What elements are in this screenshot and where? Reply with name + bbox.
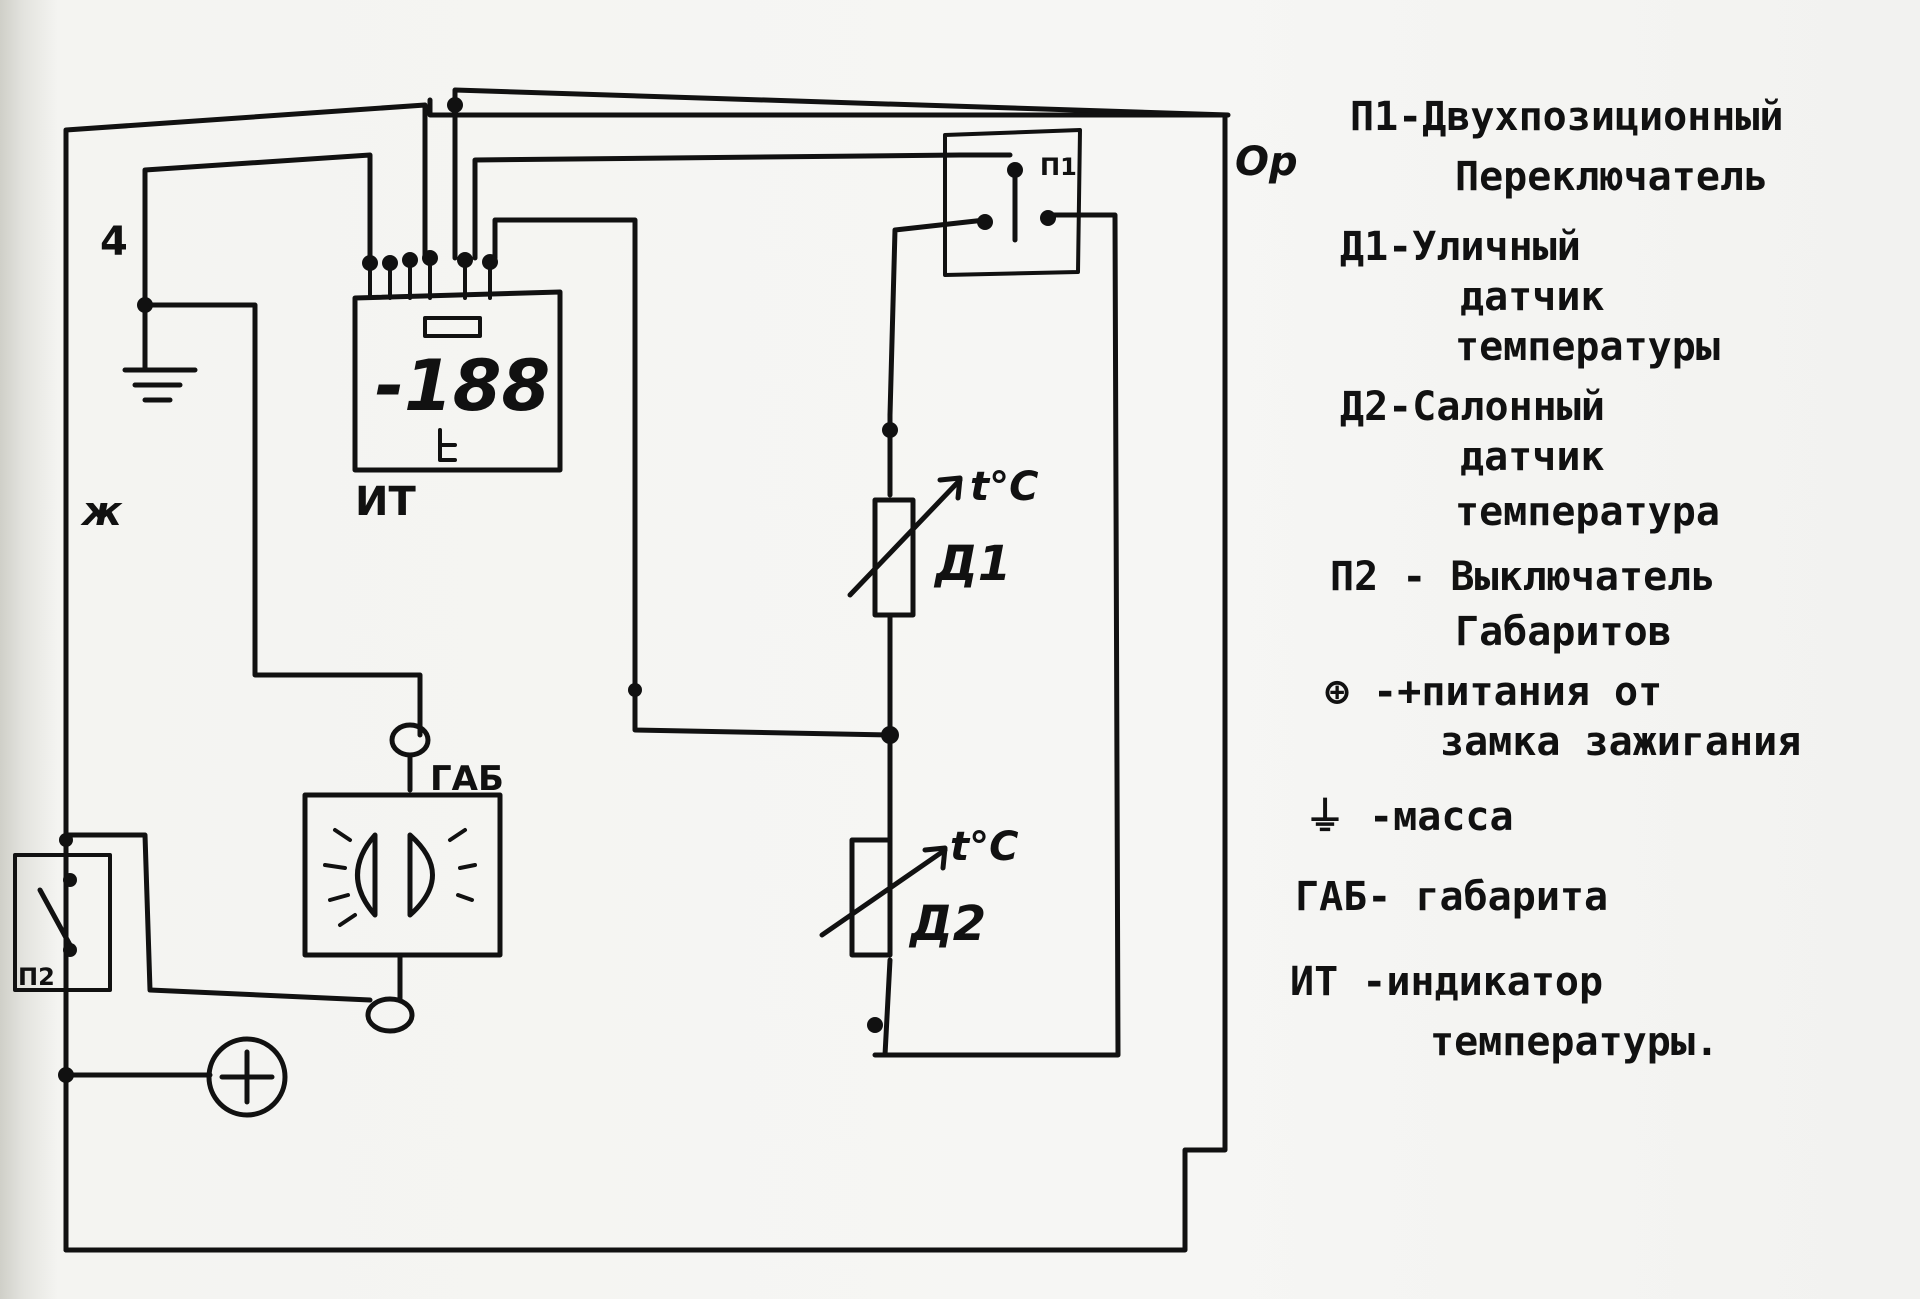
legend-p2-line2: Габаритов [1455,609,1672,655]
wires [63,87,1231,1253]
terminal-4-label: 4 [100,219,128,265]
legend-plus-line2: замка зажигания [1440,719,1801,765]
junction-dot [58,1067,74,1083]
legend-p1-line2: Переключатель [1455,154,1768,200]
junction-dot [867,1017,883,1033]
legend-d2-line3: температура [1455,489,1720,535]
p1-switch-block [943,128,1082,277]
legend-d1-line1: Д1-Уличный [1340,224,1581,270]
d2-sensor: t°C Д2 [819,824,1018,958]
junction-dot [137,297,153,313]
junction-dot [447,97,463,113]
p2-label: П2 [18,963,55,991]
wire-4-ground [142,152,373,348]
top-bus-wire [452,87,1231,261]
legend-it-line1: ИТ -индикатор [1290,959,1603,1005]
p2-switch: П2 [13,853,112,992]
gab-feed-wire [142,302,423,738]
junction-dot [59,833,73,847]
legend-p2-line1: П2 - Выключатель [1330,554,1715,600]
legend-d2-line1: Д2-Салонный [1340,384,1605,430]
d1-sensor: t°C Д1 [847,464,1038,618]
gab-label: ГАБ [430,759,504,799]
legend-d1-line3: температуры [1455,324,1720,370]
junction-dot [882,422,898,438]
it-indicator-block: -188 [352,250,563,473]
junction-dot [628,683,642,697]
legend-p1-line1: П1-Двухпозиционный [1350,94,1783,140]
p1-left-wire [887,217,988,418]
legend-gab: ГАБ- габарита [1295,874,1608,920]
d1-label: Д1 [933,536,1011,592]
legend-d1-line2: датчик [1460,274,1605,320]
it-label: ИТ [355,479,416,525]
legend-ground: ⏚ -масса [1305,794,1514,840]
d2-temp-label: t°C [950,824,1018,870]
legend-d2-line2: датчик [1460,434,1605,480]
legend-plus-line1: ⊕ -+питания от [1325,669,1662,715]
legend-it-line2: температуры. [1430,1019,1719,1065]
p2-left-wire [63,832,373,1003]
it-sensor-wire [472,152,1013,261]
outer-loop-wire [63,97,1228,1253]
junction-dots [58,97,899,1083]
p1-label: П1 [1040,153,1077,181]
legend: П1-Двухпозиционный Переключатель Д1-Улич… [1290,94,1801,1065]
outer-left-wire [63,102,428,1253]
terminal-or-label: Ор [1235,139,1298,185]
it-display-text: -188 [375,345,550,427]
junction-dot [881,726,899,744]
d2-label: Д2 [908,896,986,952]
terminal-zh-label: ж [80,489,123,535]
d1-temp-label: t°C [970,464,1038,510]
gab-lamp: ГАБ [302,722,504,1034]
it-pin-5-wire [492,217,893,738]
plus-supply [206,1036,288,1118]
